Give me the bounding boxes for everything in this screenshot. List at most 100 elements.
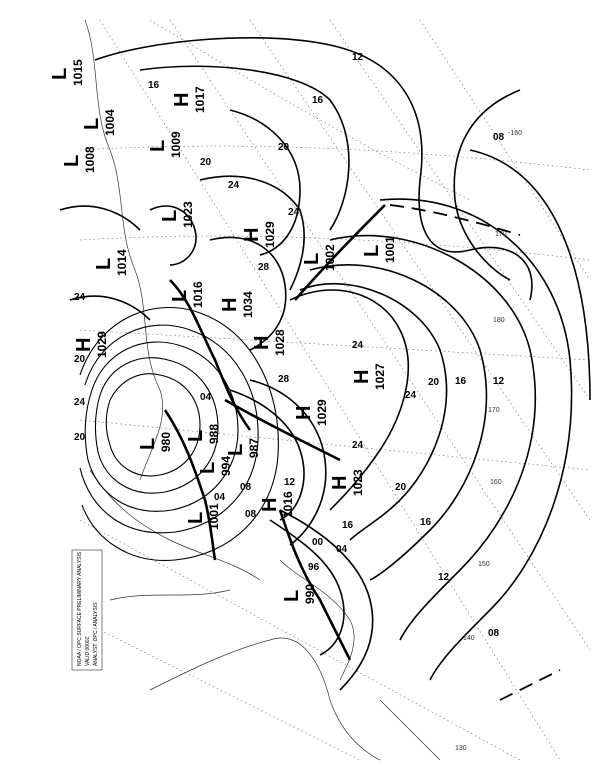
lon-label: 160 — [490, 479, 502, 486]
fronts — [163, 204, 561, 701]
svg-text:1023: 1023 — [181, 201, 195, 228]
svg-text:L: L — [185, 430, 207, 442]
low-center-987: L 987 — [225, 438, 261, 458]
svg-text:1029: 1029 — [95, 331, 109, 358]
svg-text:1001: 1001 — [383, 236, 397, 263]
isobar-label: 24 — [352, 340, 364, 351]
isobar-label: 08 — [240, 482, 252, 493]
low-center-1001: L 1001 — [361, 236, 397, 263]
svg-text:1008: 1008 — [83, 146, 97, 173]
high-center-1029b: H 1029 — [293, 399, 329, 426]
low-center-1001b: L 1001 — [185, 503, 221, 530]
svg-text:H: H — [171, 93, 193, 107]
svg-text:1027: 1027 — [373, 363, 387, 390]
isobar-label: 08 — [245, 509, 257, 520]
isobar-label: 24 — [74, 397, 86, 408]
svg-text:H: H — [219, 298, 241, 312]
isobar-label: 16 — [312, 95, 324, 106]
lon-label: -160 — [508, 130, 522, 137]
low-center-994: L 994 — [197, 456, 233, 476]
svg-text:H: H — [259, 498, 281, 512]
svg-text:L: L — [225, 444, 247, 456]
isobar-label: 24 — [288, 207, 300, 218]
svg-text:L: L — [49, 68, 71, 80]
isobar-label: 16 — [420, 517, 432, 528]
svg-text:L: L — [61, 155, 83, 167]
svg-text:L: L — [197, 462, 219, 474]
high-center-1027: H 1027 — [351, 363, 387, 390]
svg-text:L: L — [147, 140, 169, 152]
svg-text:1015: 1015 — [71, 59, 85, 86]
caption-box — [71, 549, 103, 671]
svg-text:L: L — [137, 438, 159, 450]
svg-text:1016: 1016 — [191, 281, 205, 308]
low-center-1009: L 1009 — [147, 131, 183, 158]
lon-label: 130 — [455, 745, 467, 752]
isobars — [59, 37, 591, 691]
high-center-1017: H 1017 — [171, 86, 207, 113]
isobar-label: 12 — [284, 477, 296, 488]
low-center-1008: L 1008 — [61, 146, 97, 173]
low-center-1004: L 1004 — [81, 109, 117, 136]
svg-text:L: L — [93, 258, 115, 270]
lon-label: 170 — [488, 407, 500, 414]
coastlines — [84, 19, 441, 761]
lon-label: 150 — [478, 561, 490, 568]
isobar-label: 20 — [395, 482, 407, 493]
high-center-1016: H 1016 — [259, 491, 295, 518]
isobar-label: 24 — [405, 390, 417, 401]
svg-text:987: 987 — [247, 438, 261, 458]
isobar-label: 24 — [228, 180, 240, 191]
low-center-980: L 980 — [137, 432, 173, 452]
isobar-label: 04 — [214, 492, 226, 503]
analysis-caption: NOAA / OPC SURFACE PRELIMINARY ANALYSIS … — [71, 549, 103, 671]
svg-text:H: H — [293, 406, 315, 420]
svg-text:1002: 1002 — [323, 244, 337, 271]
svg-text:1004: 1004 — [103, 109, 117, 136]
svg-text:L: L — [361, 245, 383, 257]
svg-text:L: L — [81, 118, 103, 130]
svg-text:L: L — [169, 290, 191, 302]
isobar-label: 04 — [336, 544, 348, 555]
isobar-label: 28 — [278, 374, 290, 385]
svg-text:L: L — [301, 253, 323, 265]
low-center-1014: L 1014 — [93, 249, 129, 276]
high-center-1029: H 1029 — [241, 221, 277, 248]
svg-text:H: H — [251, 336, 273, 350]
svg-text:1001: 1001 — [207, 503, 221, 530]
svg-text:H: H — [329, 476, 351, 490]
isobar-label: 08 — [488, 628, 500, 639]
low-center-1002: L 1002 — [301, 244, 337, 271]
svg-text:1023: 1023 — [351, 469, 365, 496]
isobar-label: 24 — [352, 440, 364, 451]
isobar-label: 12 — [352, 52, 364, 63]
low-center-988: L 988 — [185, 424, 221, 444]
isobar-label: 16 — [148, 80, 160, 91]
low-center-1015: L 1015 — [49, 59, 85, 86]
longitude-labels: -160 170 180 170 160 150 140 130 — [455, 130, 522, 752]
isobar-label: 96 — [308, 562, 320, 573]
caption-line: ANALYST: OPC / ANALYSIS — [93, 602, 99, 666]
caption-line: VALID 0000Z — [85, 636, 91, 666]
isobar-label: 20 — [428, 377, 440, 388]
svg-text:1028: 1028 — [273, 329, 287, 356]
isobar-labels: 16 12 16 20 20 24 24 28 28 24 24 20 16 1… — [74, 52, 505, 639]
low-center-1023: L 1023 — [159, 201, 195, 228]
isobar-label: 16 — [455, 376, 467, 387]
isobar-label: 08 — [493, 132, 505, 143]
isobar-label: 04 — [200, 392, 212, 403]
lon-label: 180 — [493, 317, 505, 324]
high-center-1034: H 1034 — [219, 291, 255, 318]
isobar-label: 20 — [74, 354, 86, 365]
svg-text:L: L — [185, 512, 207, 524]
svg-text:994: 994 — [219, 456, 233, 476]
svg-text:980: 980 — [159, 432, 173, 452]
isobar-label: 00 — [312, 537, 324, 548]
isobar-label: 20 — [200, 157, 212, 168]
svg-text:1016: 1016 — [281, 491, 295, 518]
isobar-label: 24 — [74, 292, 86, 303]
svg-text:1017: 1017 — [193, 86, 207, 113]
lon-label: 140 — [463, 635, 475, 642]
svg-text:1009: 1009 — [169, 131, 183, 158]
